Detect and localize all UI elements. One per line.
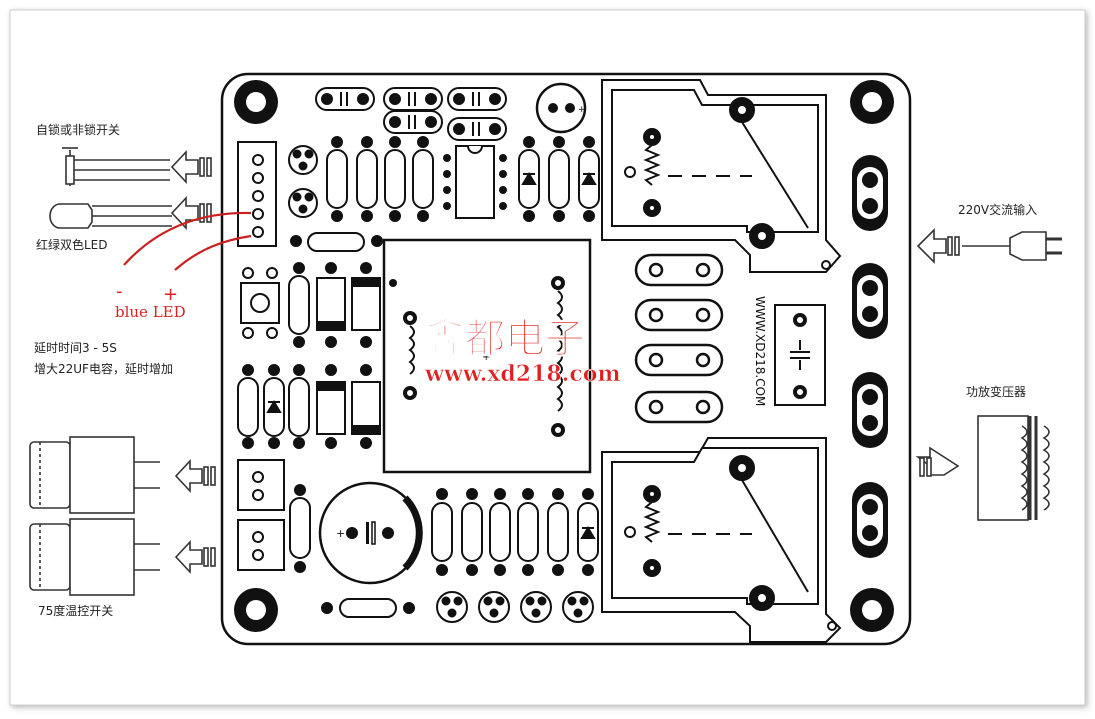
transistors-top: [288, 145, 318, 218]
svg-text:+: +: [482, 352, 490, 363]
led-switch-header: [237, 141, 277, 247]
top-capacitors: [315, 87, 507, 141]
mounting-hole-icon: [234, 80, 278, 124]
arrow-left-icon: [174, 539, 216, 575]
diodes-top: [518, 136, 600, 222]
svg-text:+: +: [578, 105, 586, 115]
thermal-switch-label: 75度温控开关: [38, 603, 113, 618]
small-cap-box: [774, 304, 826, 406]
transformer-icon: [915, 415, 1050, 521]
thermal-switch-icon: [29, 518, 160, 596]
ac-plug-icon: [916, 228, 1062, 264]
resistor-bottom-horizontal: [321, 598, 415, 618]
brand-url: www.xd218.com: [424, 361, 621, 387]
center-block: +: [382, 238, 592, 474]
blue-led-wiring: [123, 211, 252, 271]
resistors-top-row: [326, 136, 434, 222]
plus-label: +: [163, 284, 178, 305]
self-lock-switch-label: 自锁或非锁开关: [36, 122, 120, 137]
ic-dip8: [443, 145, 507, 219]
ac-input-label: 220V交流输入: [958, 202, 1037, 217]
mounting-hole-icon: [850, 80, 894, 124]
mounting-hole-icon: [234, 588, 278, 632]
output-terminals: [852, 155, 888, 558]
delay-time-label: 延时时间3 - 5S: [34, 341, 117, 355]
relay-top: [601, 79, 842, 273]
arrow-left-icon: [170, 149, 212, 185]
mounting-hole-icon: [850, 588, 894, 632]
mounting-holes: [234, 80, 894, 632]
thermal-connectors: [237, 459, 311, 573]
arrow-left-icon: [170, 195, 212, 231]
top-electrolytic-cap: +: [535, 82, 587, 134]
resistors-bottom-row: [431, 488, 599, 576]
switch-icon: [62, 147, 170, 186]
transistors-bottom: [436, 591, 594, 623]
arrow-left-icon: [174, 458, 216, 494]
led-icon: [49, 203, 172, 229]
delay-capacitor: +: [318, 481, 423, 585]
blue-led-label: blue LED: [115, 303, 186, 321]
delay-increase-label: 增大22UF电容，延时增加: [34, 361, 173, 376]
resistor-horizontal: [290, 232, 383, 252]
svg-text:+: +: [336, 527, 345, 540]
amp-transformer-label: 功放变压器: [966, 384, 1026, 399]
minus-label: -: [116, 281, 123, 302]
board-url-text: WWW.XD218.COM: [753, 296, 767, 406]
mid-components: [237, 262, 381, 449]
oval-pads-mid: [634, 253, 724, 424]
relay-bottom: [601, 437, 842, 643]
thermal-switch-icon: [29, 436, 160, 514]
brand-name: 鑫都电子: [425, 315, 585, 362]
bicolor-led-label: 红绿双色LED: [36, 237, 108, 252]
optocoupler: [240, 267, 280, 339]
